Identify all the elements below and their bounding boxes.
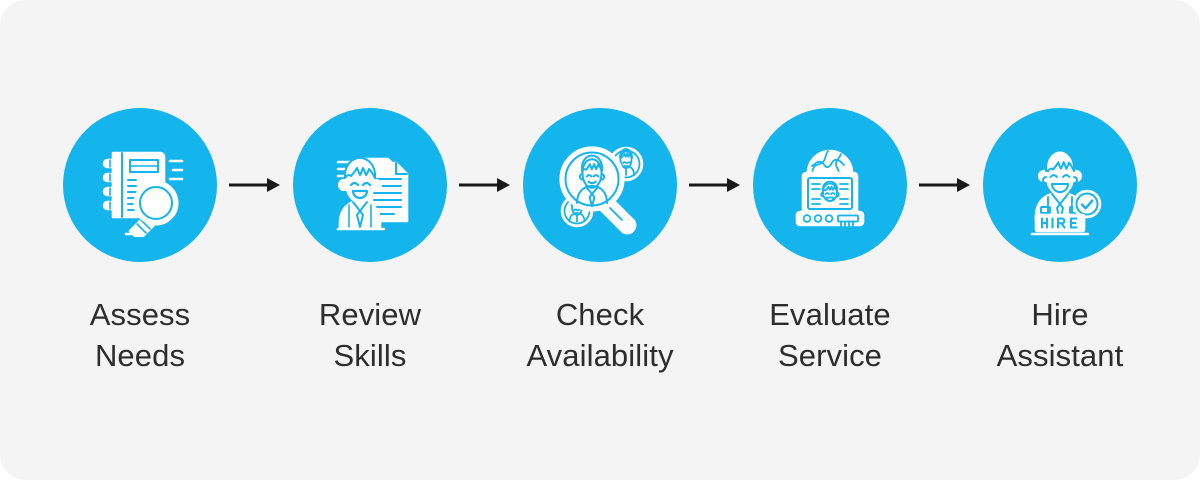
step-label: Check Availability <box>526 297 674 373</box>
step-icon-circle[interactable] <box>753 108 907 262</box>
arrow-right-icon <box>457 175 513 195</box>
step-icon-circle[interactable] <box>293 108 447 262</box>
people-search-magnifier-icon <box>548 133 652 237</box>
flow-connector <box>217 108 293 262</box>
flow-connector <box>677 108 753 262</box>
arrow-right-icon <box>227 175 283 195</box>
flow-step-evaluate-service[interactable]: Evaluate Service <box>753 108 907 376</box>
flow-connector <box>447 108 523 262</box>
flow-step-check-availability[interactable]: Check Availability <box>523 108 677 376</box>
flow-connector <box>907 108 983 262</box>
arrow-right-icon <box>917 175 973 195</box>
person-documents-icon <box>318 133 422 237</box>
step-label: Evaluate Service <box>769 297 891 373</box>
notebook-magnifier-icon <box>88 133 192 237</box>
step-label: Hire Assistant <box>996 297 1124 373</box>
step-label: Review Skills <box>318 297 422 373</box>
arrow-right-icon <box>687 175 743 195</box>
globe-laptop-video-call-icon <box>778 133 882 237</box>
flow-step-review-skills[interactable]: Review Skills <box>293 108 447 376</box>
step-icon-circle[interactable] <box>983 108 1137 262</box>
flow-step-hire-assistant[interactable]: Hire Assistant <box>983 108 1137 376</box>
step-icon-circle[interactable] <box>523 108 677 262</box>
step-label: Assess Needs <box>89 297 191 373</box>
hire-person-check-icon <box>1008 133 1112 237</box>
flow-step-assess-needs[interactable]: Assess Needs <box>63 108 217 376</box>
step-icon-circle[interactable] <box>63 108 217 262</box>
